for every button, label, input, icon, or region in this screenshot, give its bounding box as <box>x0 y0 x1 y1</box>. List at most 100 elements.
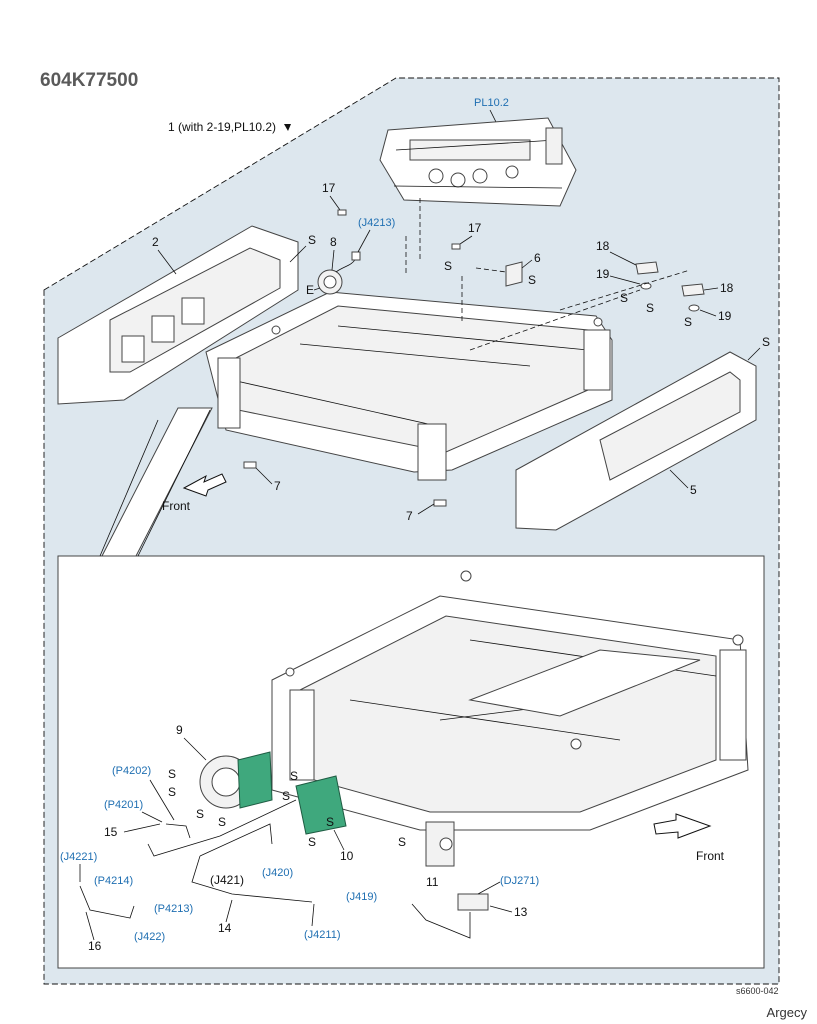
washer-19-top <box>640 282 652 290</box>
label-2: 2 <box>152 235 159 249</box>
left-cover-2 <box>57 225 299 405</box>
leader-p4201 <box>141 811 163 823</box>
leader-15 <box>123 823 161 833</box>
label-17-right: 17 <box>468 221 482 235</box>
dash-18 <box>559 269 691 311</box>
label-s-9a: S <box>168 767 176 781</box>
detail-callout-wedge <box>101 407 213 557</box>
connector-j4221: (J4221) <box>60 851 97 863</box>
label-s-11: S <box>398 835 406 849</box>
assembly-note-arrow <box>284 124 291 131</box>
label-s-6: S <box>528 273 536 287</box>
label-s-9d: S <box>218 815 226 829</box>
figure-code: s6600-042 <box>736 986 779 996</box>
ref-plate-label: PL10.2 <box>474 97 509 109</box>
label-e: E <box>306 283 314 297</box>
leader-19-right <box>699 309 717 317</box>
leader-17-left <box>329 195 341 211</box>
label-s-10c: S <box>326 815 334 829</box>
leader-j4213 <box>357 229 371 253</box>
label-6: 6 <box>534 251 541 265</box>
label-5: 5 <box>690 483 697 497</box>
label-16: 16 <box>88 939 102 953</box>
leader-j4211 <box>311 903 315 927</box>
label-18-right: 18 <box>720 281 734 295</box>
front-arrow-bottom <box>653 813 712 839</box>
label-19-top: 19 <box>596 267 610 281</box>
harness-14 <box>191 855 313 903</box>
feeder-unit-pl10-2 <box>379 117 577 207</box>
leader-p4202 <box>149 779 175 821</box>
label-14: 14 <box>218 921 232 935</box>
connector-j4213: (J4213) <box>358 217 395 229</box>
front-label-bottom: Front <box>696 849 725 863</box>
connector-j422: (J422) <box>134 931 165 943</box>
leader-6 <box>521 259 533 269</box>
motor-assembly-9 <box>199 751 273 809</box>
front-arrow-top <box>182 473 227 497</box>
label-s-18a: S <box>620 291 628 305</box>
leader-14 <box>225 899 233 923</box>
connector-p4201: (P4201) <box>104 799 143 811</box>
label-11: 11 <box>426 875 439 889</box>
connector-j4211: (J4211) <box>304 929 340 941</box>
connector-p4202: (P4202) <box>112 765 151 777</box>
leader-8 <box>331 249 335 271</box>
leader-7-left <box>255 467 273 485</box>
leader-s-cover5 <box>747 347 761 361</box>
label-15: 15 <box>104 825 118 839</box>
leader-e <box>313 287 321 291</box>
callout-edge-left <box>99 419 159 557</box>
bracket-18-top <box>635 261 659 275</box>
leader-5 <box>669 469 689 489</box>
label-7-right: 7 <box>406 509 413 523</box>
connector-j420: (J420) <box>262 867 293 879</box>
label-s-18b: S <box>646 301 654 315</box>
washer-19-right <box>688 304 700 312</box>
leader-9 <box>183 737 207 761</box>
inset-frame-lower <box>271 570 749 831</box>
label-s-9e: S <box>282 789 290 803</box>
harness-p4214 <box>147 799 297 857</box>
part-number-title: 604K77500 <box>40 70 139 91</box>
label-19-right: 19 <box>718 309 732 323</box>
label-s-9b: S <box>168 785 176 799</box>
label-s-10a: S <box>290 769 298 783</box>
foot-7-right <box>433 499 447 507</box>
connector-p4213: (P4213) <box>154 903 193 915</box>
clutch-11 <box>425 821 455 867</box>
label-7-left: 7 <box>274 479 281 493</box>
leader-dj271 <box>477 881 501 895</box>
leader-7-right <box>417 503 435 515</box>
assembly-note-text: (with 2-19,PL10.2) <box>178 120 276 134</box>
harness-13 <box>411 903 471 939</box>
control-pcb-10 <box>295 775 347 835</box>
leader-10 <box>333 829 345 851</box>
dash-19 <box>469 289 641 351</box>
harness-14b <box>199 823 273 857</box>
right-cover-5 <box>515 351 757 531</box>
leader-13 <box>489 905 513 913</box>
connector-j419: (J419) <box>346 891 377 903</box>
label-18-top: 18 <box>596 239 610 253</box>
connector-j421: (J421) <box>210 873 244 887</box>
harness-16 <box>79 885 135 919</box>
callout-edge-right <box>137 409 211 557</box>
leader-19-top <box>609 275 641 285</box>
harness-15 <box>165 823 191 839</box>
dash-6 <box>475 267 507 273</box>
label-s-9c: S <box>196 807 204 821</box>
pad-17-right <box>451 243 461 250</box>
label-s-center: S <box>444 259 452 273</box>
label-s-cover2: S <box>308 233 316 247</box>
foot-7-left <box>243 461 257 469</box>
pad-17-left <box>337 209 347 216</box>
label-9: 9 <box>176 723 183 737</box>
leader-2 <box>157 249 177 275</box>
bracket-18-right <box>681 283 705 297</box>
leader-16 <box>85 911 95 941</box>
sensor-13 <box>457 893 489 911</box>
assembly-note-index: 1 <box>168 120 175 134</box>
